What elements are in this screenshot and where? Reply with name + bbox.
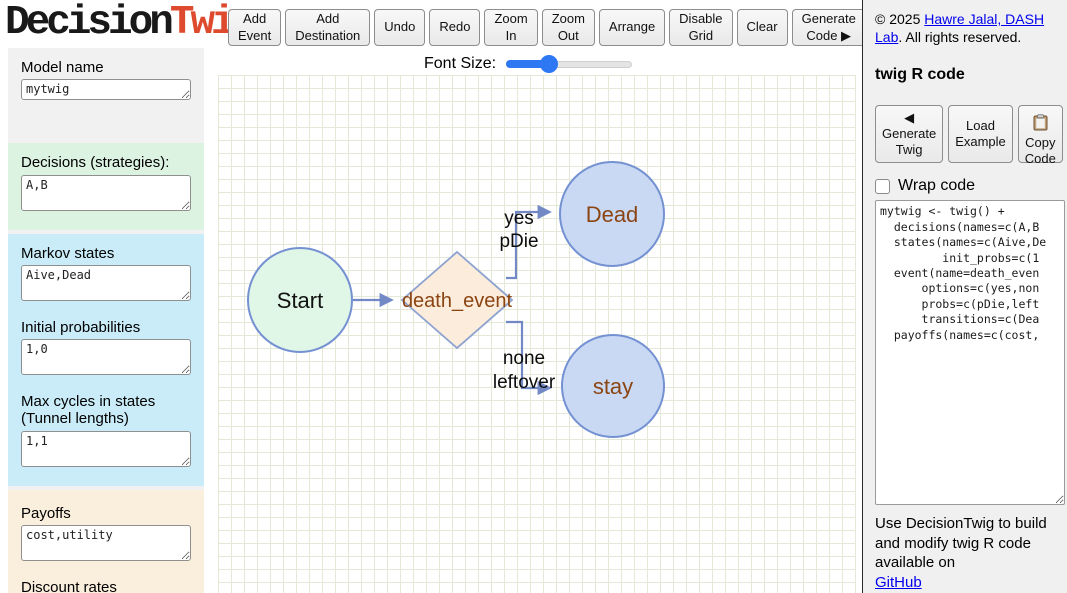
redo-button[interactable]: Redo — [429, 9, 481, 46]
slider-fill — [506, 60, 549, 68]
section-markov: Markov states Aive,Dead Initial probabil… — [8, 233, 204, 486]
add-event-button[interactable]: Add Event — [228, 9, 282, 46]
zoom-out-button[interactable]: Zoom Out — [541, 9, 595, 46]
code-panel-title: twig R code — [875, 66, 965, 84]
section-model-name: Model name mytwig — [8, 48, 204, 119]
clear-button[interactable]: Clear — [736, 9, 788, 46]
slider-thumb[interactable] — [540, 55, 559, 73]
start-node-label: Start — [277, 288, 323, 313]
undo-button[interactable]: Undo — [374, 9, 426, 46]
event-node[interactable] — [400, 250, 514, 350]
model-name-label: Model name — [21, 59, 104, 76]
wrap-code-checkbox[interactable] — [875, 178, 890, 194]
payoffs-input[interactable]: cost,utility — [21, 524, 191, 561]
zoom-in-button[interactable]: Zoom In — [484, 9, 538, 46]
section-decisions: Decisions (strategies): A,B — [8, 143, 204, 230]
generate-twig-button[interactable]: ◀ Generate Twig — [875, 105, 944, 164]
font-size-slider[interactable] — [506, 55, 633, 73]
decisions-label: Decisions (strategies): — [21, 154, 170, 172]
edge-label-pdie: pDie — [499, 231, 538, 252]
payoffs-label: Payoffs — [21, 504, 71, 522]
model-name-input[interactable]: mytwig — [21, 79, 191, 101]
copy-code-button[interactable]: Copy Code — [1017, 105, 1063, 166]
copyright-prefix: © 2025 — [875, 11, 925, 27]
font-size-control: Font Size: — [424, 55, 633, 73]
edge-label-none: none — [503, 348, 545, 369]
toolbar: Add Event Add Destination Undo Redo Zoom… — [228, 9, 866, 46]
initial-probabilities-input[interactable]: 1,0 — [21, 339, 191, 375]
font-size-label: Font Size: — [424, 55, 497, 72]
initial-probabilities-label: Initial probabilities — [21, 318, 141, 336]
github-link[interactable]: GitHub — [875, 573, 922, 591]
edge-label-yes: yes — [504, 208, 534, 229]
model-settings-sidebar: Model name mytwig Decisions (strategies)… — [8, 48, 204, 593]
start-node[interactable] — [247, 247, 353, 353]
r-code-textarea[interactable]: mytwig <- twig() + decisions(names=c(A,B… — [875, 200, 1065, 506]
section-payoffs: Payoffs cost,utility Discount rates — [8, 489, 204, 593]
load-example-label: Load Example — [955, 118, 1006, 150]
arrange-button[interactable]: Arrange — [598, 9, 666, 46]
edge-event-to-dead[interactable] — [506, 204, 552, 280]
footer-text: Use DecisionTwig to build and modify twi… — [875, 514, 1055, 592]
max-cycles-input[interactable]: 1,1 — [21, 430, 191, 467]
dead-node-label: Dead — [586, 202, 639, 227]
code-panel: © 2025 Hawre Jalal, DASH Lab. All rights… — [862, 0, 1067, 593]
edge-label-leftover: leftover — [493, 372, 556, 393]
load-example-button[interactable]: Load Example — [948, 105, 1013, 164]
discount-rates-label: Discount rates — [21, 578, 117, 593]
code-panel-buttons: ◀ Generate Twig Load Example Copy Code — [875, 105, 1063, 166]
edge-event-to-stay[interactable] — [506, 320, 552, 396]
markov-states-label: Markov states — [21, 244, 115, 262]
copy-code-label: Copy Code — [1024, 135, 1056, 167]
stay-node-label: stay — [593, 374, 633, 399]
stay-node[interactable] — [561, 334, 665, 438]
copyright-suffix: . All rights reserved. — [898, 29, 1022, 46]
generate-twig-label: Generate Twig — [882, 125, 937, 157]
markov-states-input[interactable]: Aive,Dead — [21, 264, 191, 301]
clipboard-icon — [1033, 101, 1048, 133]
max-cycles-label: Max cycles in states (Tunnel lengths) — [21, 393, 156, 428]
decisions-input[interactable]: A,B — [21, 174, 191, 211]
dead-node[interactable] — [559, 161, 665, 267]
footer-description: Use DecisionTwig to build and modify twi… — [875, 515, 1047, 572]
wrap-code-label: Wrap code — [898, 177, 976, 195]
event-node-label: death_event — [402, 290, 513, 312]
disable-grid-button[interactable]: Disable Grid — [669, 9, 733, 46]
logo-text-decision: Decision — [5, 0, 174, 46]
wrap-code-control: Wrap code — [875, 177, 1055, 195]
generate-code-button[interactable]: Generate Code ▶ — [791, 9, 866, 46]
add-destination-button[interactable]: Add Destination — [285, 9, 371, 46]
author-link[interactable]: Hawre Jalal, DASH Lab — [875, 11, 1045, 46]
back-arrow-icon: ◀ — [904, 109, 915, 125]
copyright-text: © 2025 Hawre Jalal, DASH Lab. All rights… — [875, 10, 1055, 46]
